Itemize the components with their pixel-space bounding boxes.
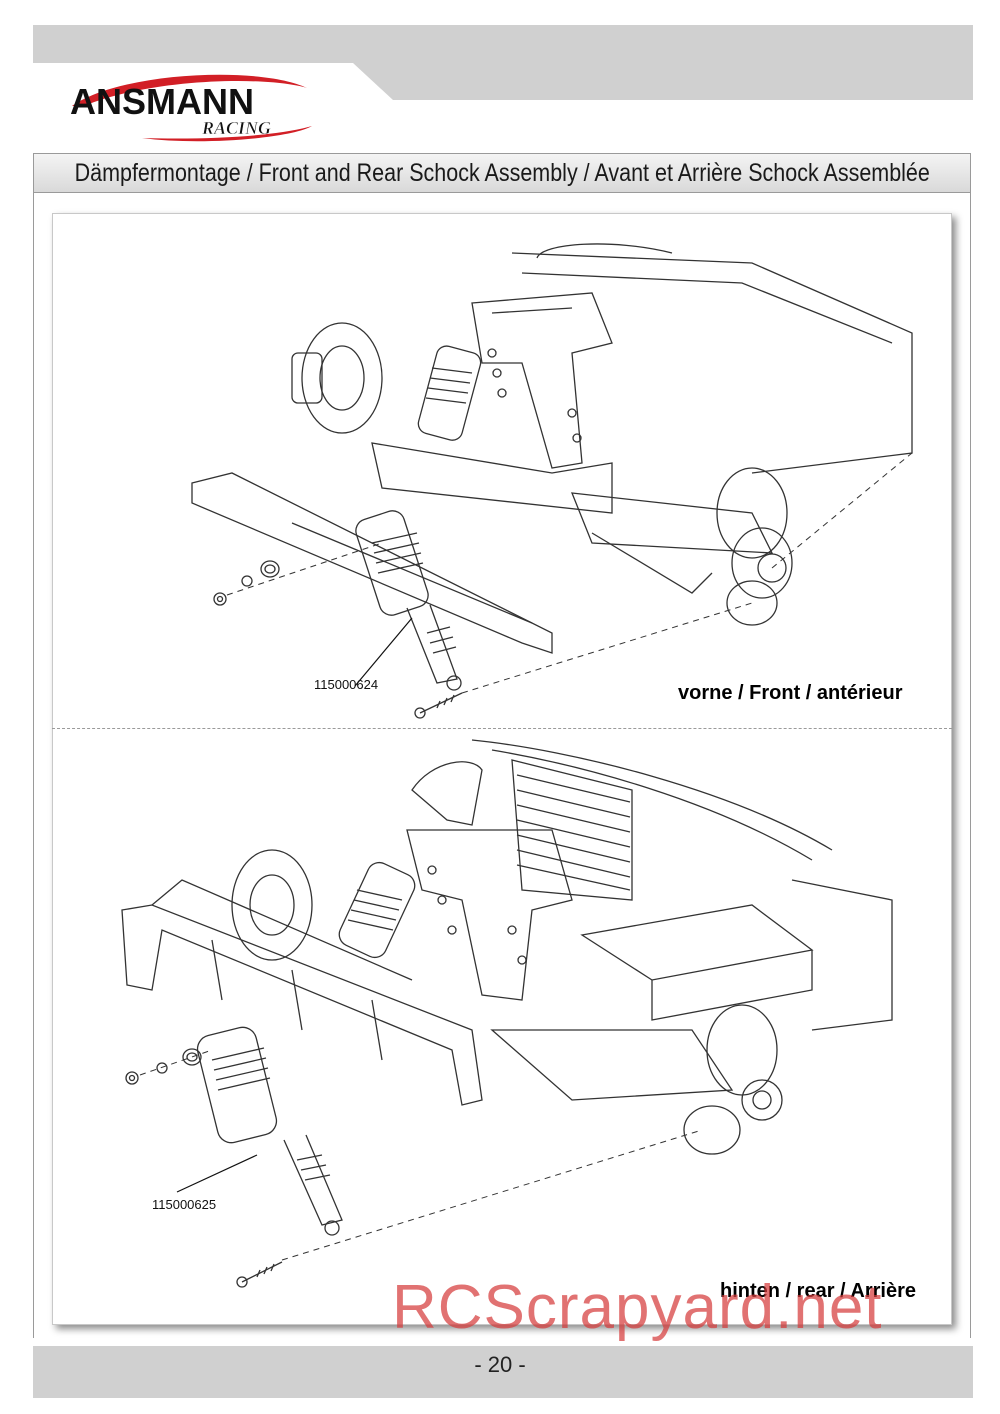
header-band: [33, 25, 973, 100]
rear-shock-assembly-drawing: [121, 739, 893, 1288]
title-bar: Dämpfermontage / Front and Rear Schock A…: [33, 153, 971, 193]
drawing-panel: [52, 213, 952, 1325]
footer-band: [33, 1346, 973, 1398]
page-number: - 20 -: [474, 1352, 526, 1377]
page-title: Dämpfermontage / Front and Rear Schock A…: [74, 158, 930, 187]
logo-swoosh-icon: ANSMANN RACING: [70, 74, 312, 142]
ansmann-racing-logo: ANSMANN RACING: [62, 66, 322, 146]
svg-text:ANSMANN: ANSMANN: [70, 81, 254, 122]
rear-shock-part-number: 115000625: [152, 1197, 217, 1212]
svg-text:RACING: RACING: [201, 118, 271, 138]
rear-section-label: hinten / rear / Arrière: [720, 1280, 916, 1302]
front-shock-part-number: 115000624: [314, 677, 379, 692]
front-section-label: vorne / Front / antérieur: [678, 682, 903, 704]
section-divider: [52, 728, 952, 729]
front-shock-assembly-drawing: [191, 243, 913, 719]
content-frame: [33, 193, 971, 1338]
watermark: RCScrapyard.net: [392, 1273, 883, 1342]
